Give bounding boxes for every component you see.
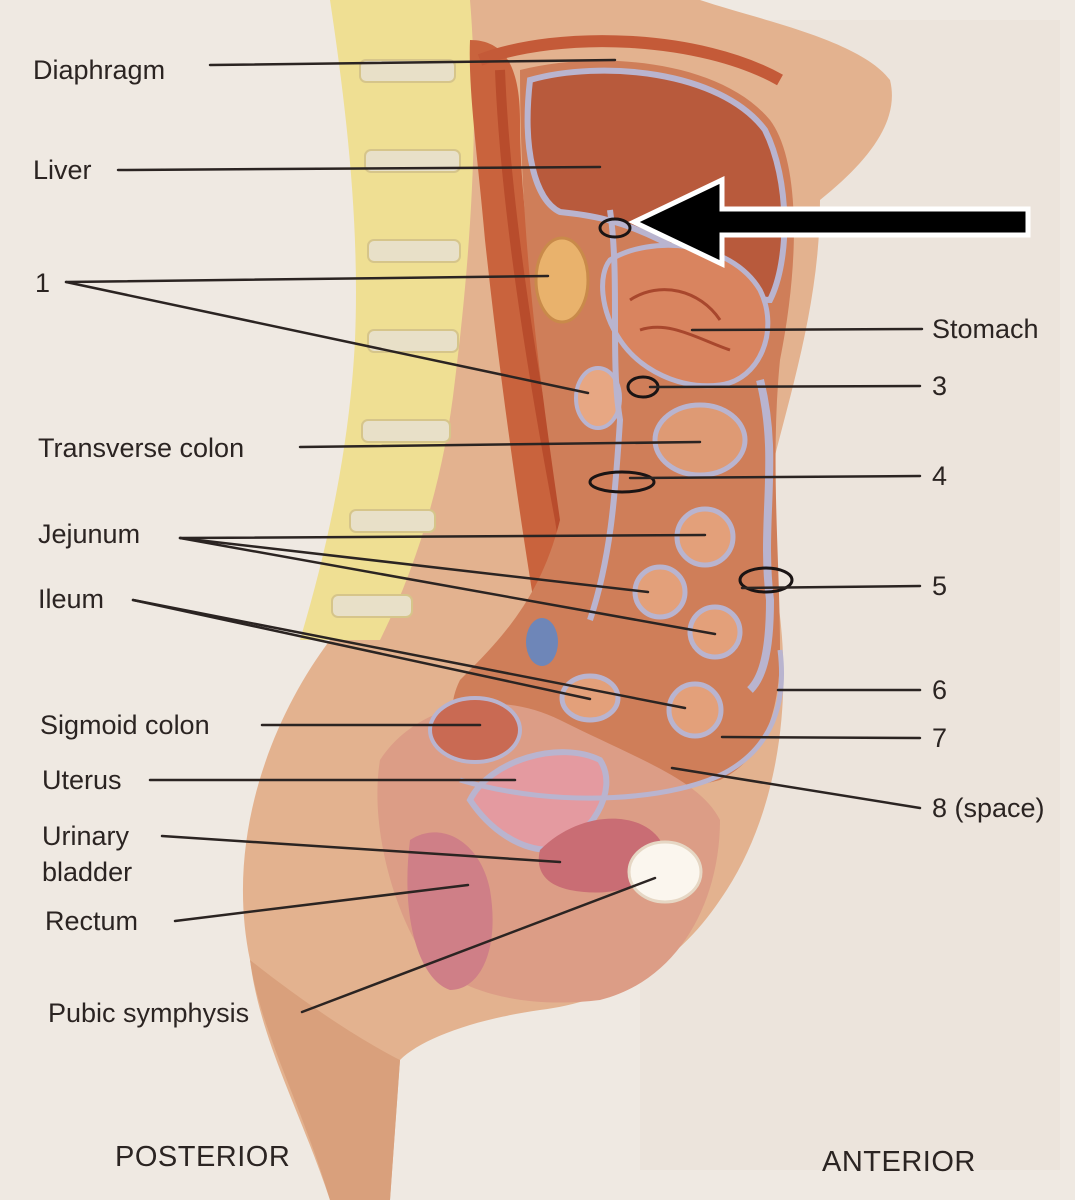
label-transverse-colon: Transverse colon bbox=[38, 433, 245, 463]
pointer-arrow-icon bbox=[628, 176, 1031, 268]
stomach-rugae bbox=[629, 288, 731, 352]
leader-ileum-1 bbox=[131, 598, 592, 701]
leader-3 bbox=[648, 384, 922, 389]
label-3: 3 bbox=[932, 371, 948, 401]
label-8-space: 8 (space) bbox=[932, 793, 1045, 823]
vertebral-discs bbox=[331, 59, 461, 618]
structure-markers bbox=[588, 217, 794, 594]
label-liver: Liver bbox=[33, 155, 92, 185]
leader-8 bbox=[670, 766, 922, 810]
mesentery bbox=[587, 209, 624, 621]
leader-pubic-symphysis bbox=[300, 876, 657, 1014]
marker-4 bbox=[588, 470, 656, 494]
leader-diaphragm bbox=[208, 58, 617, 67]
jejunum-loop-3 bbox=[687, 604, 743, 660]
pubic-symphysis bbox=[627, 840, 703, 904]
orientation-posterior: POSTERIOR bbox=[115, 1141, 291, 1173]
sigmoid-colon bbox=[428, 696, 522, 764]
label-1: 1 bbox=[35, 268, 51, 298]
ureter-blue bbox=[526, 618, 558, 666]
label-jejunum: Jejunum bbox=[38, 519, 141, 549]
greater-omentum bbox=[747, 379, 775, 693]
leader-ileum-2 bbox=[131, 598, 687, 710]
label-5: 5 bbox=[932, 571, 948, 601]
leader-4 bbox=[628, 474, 922, 480]
leader-rectum bbox=[173, 883, 470, 923]
rectum bbox=[407, 832, 493, 990]
jejunum-loop-2 bbox=[632, 564, 688, 620]
jejunum-loop-1 bbox=[674, 506, 736, 568]
label-7: 7 bbox=[932, 723, 948, 753]
leader-jejunum-2 bbox=[178, 536, 650, 594]
marker-5 bbox=[738, 566, 794, 594]
label-pubic-symphysis: Pubic symphysis bbox=[48, 998, 250, 1028]
leader-stomach bbox=[690, 327, 924, 332]
label-rectum: Rectum bbox=[45, 906, 139, 936]
skin-shading bbox=[250, 960, 400, 1200]
leader-lines bbox=[64, 58, 924, 1014]
label-ileum: Ileum bbox=[38, 584, 105, 614]
leader-urinary-bladder bbox=[160, 834, 562, 864]
leader-transverse-colon bbox=[298, 440, 702, 449]
leader-1b bbox=[64, 280, 590, 395]
leader-jejunum-3 bbox=[178, 536, 717, 636]
leader-1a bbox=[64, 274, 550, 284]
label-urinary: Urinary bbox=[42, 821, 130, 851]
leader-jejunum-1 bbox=[178, 533, 707, 540]
label-bladder: bladder bbox=[42, 857, 133, 887]
leader-7 bbox=[720, 735, 922, 740]
label-stomach: Stomach bbox=[932, 314, 1039, 344]
label-uterus: Uterus bbox=[42, 765, 122, 795]
diaphragm bbox=[477, 35, 783, 86]
label-4: 4 bbox=[932, 461, 948, 491]
label-6: 6 bbox=[932, 675, 948, 705]
transverse-colon bbox=[652, 402, 748, 478]
ileum-loop-2 bbox=[666, 681, 724, 739]
uterus bbox=[466, 749, 610, 854]
leader-5 bbox=[740, 584, 922, 590]
marker-arrow-target bbox=[598, 217, 632, 239]
label-diaphragm: Diaphragm bbox=[33, 55, 166, 85]
label-sigmoid-colon: Sigmoid colon bbox=[40, 710, 210, 740]
leader-liver bbox=[116, 165, 602, 172]
orientation-anterior: ANTERIOR bbox=[822, 1146, 976, 1178]
pancreas bbox=[534, 236, 590, 324]
